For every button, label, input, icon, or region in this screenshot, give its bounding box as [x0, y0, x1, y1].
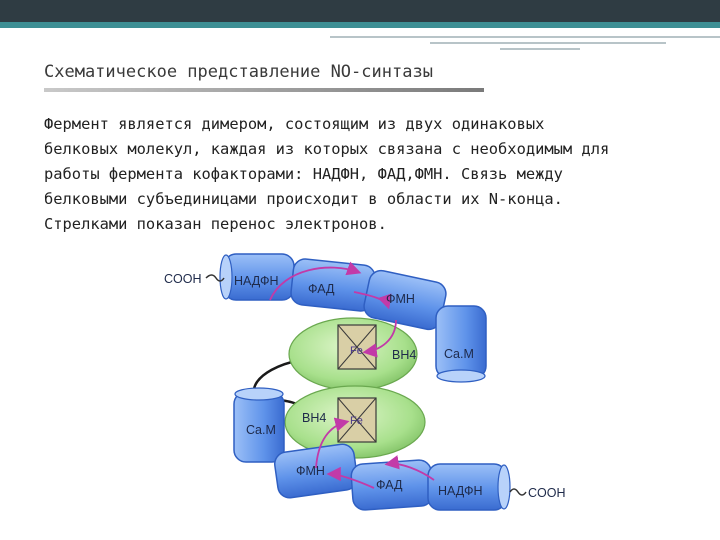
slide-paragraph: Фермент является димером, состоящим из д…: [44, 112, 684, 237]
bottom-nadph-segment: [427, 463, 511, 511]
paragraph-line: Стрелками показан перенос электронов.: [44, 215, 387, 233]
paragraph-line: белковых молекул, каждая из которых связ…: [44, 140, 610, 158]
top-cooh-label: COOH: [164, 272, 202, 286]
top-cam-label: Ca.M: [444, 347, 474, 361]
top-cam-segment: [435, 305, 487, 383]
electron-arrow: [269, 261, 362, 301]
bottom-fmn-segment: [273, 443, 359, 499]
paragraph-line: Фермент является димером, состоящим из д…: [44, 115, 545, 133]
electron-arrow: [326, 466, 375, 489]
decorative-line: [330, 36, 720, 38]
electron-arrow: [315, 417, 350, 469]
top-bh4-label: BH4: [392, 348, 416, 362]
top-fmn-label: ФМН: [386, 292, 415, 306]
top-fad-label: ФАД: [308, 282, 335, 296]
top-cooh-tail: [205, 274, 225, 282]
bottom-cooh-tail: [509, 488, 527, 496]
electron-arrow: [353, 291, 392, 310]
bottom-cam-label: Ca.M: [246, 423, 276, 437]
electron-arrow: [384, 455, 435, 481]
top-fe-label: Fe: [350, 345, 363, 357]
bottom-nadph-label: НАДФН: [438, 484, 483, 498]
top-nadph-label: НАДФН: [234, 274, 279, 288]
bottom-cooh-label: COOH: [528, 486, 566, 500]
slide-title: Схематическое представление NO-синтазы: [44, 62, 433, 82]
paragraph-line: белковыми субъединицами происходит в обл…: [44, 190, 563, 208]
bottom-bh4-label: BH4: [302, 411, 326, 425]
electron-arrow: [362, 319, 397, 358]
bottom-fmn-label: ФМН: [296, 464, 325, 478]
header-bar: [0, 0, 720, 22]
bottom-fad-label: ФАД: [376, 478, 403, 492]
decorative-line: [430, 42, 666, 44]
paragraph-line: работы фермента кофакторами: НАДФН, ФАД,…: [44, 165, 563, 183]
bottom-cam-segment: [233, 387, 285, 463]
header-accent-stripe: [0, 22, 720, 28]
bottom-fe-label: Fe: [350, 415, 363, 427]
title-underline: [44, 88, 484, 92]
decorative-line: [500, 48, 580, 50]
